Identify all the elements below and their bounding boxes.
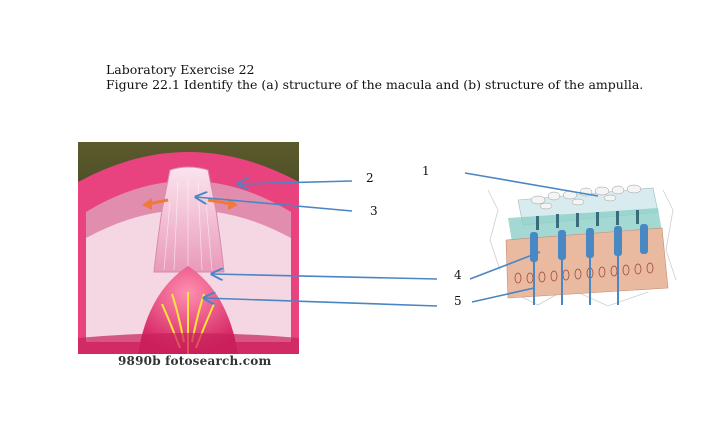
label-3: 3 [370,204,378,218]
label-2: 2 [366,171,374,185]
basal-tissue [78,333,299,354]
ampulla-crista-illustration [78,142,299,354]
cupula-striations [163,180,213,271]
figure-caption: Figure 22.1 Identify the (a) structure o… [106,77,644,92]
label-5: 5 [454,294,462,308]
figure-heading: Laboratory Exercise 22 Figure 22.1 Ident… [106,62,643,92]
stereocilia [536,210,639,230]
watermark: 9890b fotosearch.com [118,354,272,368]
label-4: 4 [454,268,462,282]
label-1: 1 [422,164,430,178]
exercise-title: Laboratory Exercise 22 [106,62,255,77]
macula-illustration [478,170,680,310]
